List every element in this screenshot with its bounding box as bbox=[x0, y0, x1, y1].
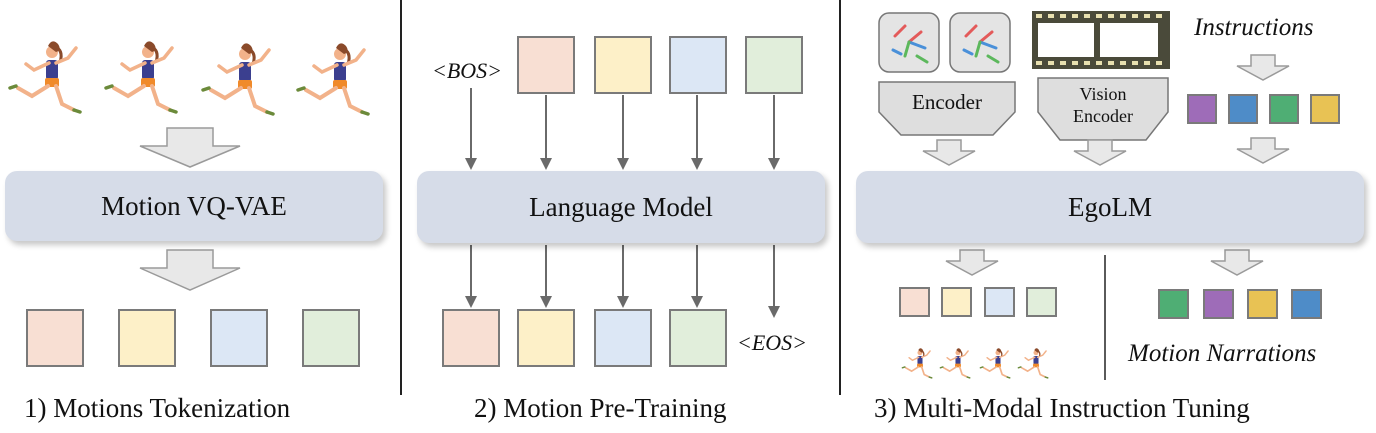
narration-token bbox=[1247, 289, 1278, 319]
instructions-label: Instructions bbox=[1194, 14, 1314, 41]
vision-encoder-shape bbox=[1037, 77, 1169, 141]
instruction-token bbox=[1310, 94, 1340, 124]
motion-vqvae-label: Motion VQ-VAE bbox=[101, 190, 287, 221]
input-token bbox=[745, 36, 803, 94]
panel-separator bbox=[400, 0, 402, 395]
output-token bbox=[442, 309, 500, 367]
egolm-label: EgoLM bbox=[1068, 191, 1152, 222]
bos-token-label: <BOS> bbox=[432, 58, 503, 83]
motion-output-token bbox=[941, 287, 972, 317]
instruction-token bbox=[1269, 94, 1299, 124]
runner-icon bbox=[939, 347, 971, 379]
motion-token bbox=[210, 309, 268, 367]
input-token bbox=[594, 36, 652, 94]
runner-icon bbox=[8, 39, 82, 114]
runner-icon bbox=[901, 347, 933, 379]
motion-output-token bbox=[984, 287, 1015, 317]
egolm-box: EgoLM bbox=[856, 171, 1364, 243]
instruction-token bbox=[1228, 94, 1258, 124]
input-token bbox=[669, 36, 727, 94]
runner-icon bbox=[979, 347, 1011, 379]
block-arrow-icon bbox=[1236, 54, 1290, 81]
narration-token bbox=[1158, 289, 1189, 319]
panel-separator bbox=[839, 0, 841, 395]
small-runner-sequence bbox=[901, 347, 1049, 379]
block-arrow-icon bbox=[139, 127, 241, 168]
runner-icon bbox=[104, 39, 178, 114]
skeleton-frame-1 bbox=[878, 12, 940, 73]
narration-token bbox=[1203, 289, 1234, 319]
output-token bbox=[594, 309, 652, 367]
motion-vqvae-box: Motion VQ-VAE bbox=[5, 171, 383, 241]
runner-icon bbox=[296, 41, 370, 116]
motion-narrations-label: Motion Narrations bbox=[1128, 340, 1317, 367]
runner-icon bbox=[1017, 347, 1049, 379]
block-arrow-icon bbox=[139, 249, 241, 291]
block-arrow-icon bbox=[1073, 139, 1127, 166]
motion-token bbox=[26, 309, 84, 367]
motion-token bbox=[302, 309, 360, 367]
language-model-label: Language Model bbox=[529, 191, 713, 222]
output-arrows bbox=[465, 245, 780, 318]
narration-token bbox=[1291, 289, 1322, 319]
instruction-token bbox=[1187, 94, 1217, 124]
block-arrow-icon bbox=[1210, 249, 1264, 276]
panel2-caption: 2) Motion Pre-Training bbox=[474, 393, 727, 423]
block-arrow-icon bbox=[945, 249, 999, 276]
panel3-caption: 3) Multi-Modal Instruction Tuning bbox=[874, 393, 1250, 423]
output-token bbox=[669, 309, 727, 367]
encoder-label: Encoder bbox=[912, 89, 982, 114]
runner-sequence bbox=[8, 39, 370, 116]
vision-encoder-label: Vision Encoder bbox=[1073, 84, 1133, 126]
block-arrow-icon bbox=[922, 139, 976, 166]
film-strip-icon bbox=[1032, 11, 1170, 69]
block-arrow-icon bbox=[1236, 137, 1290, 164]
motion-output-token bbox=[1026, 287, 1057, 317]
input-arrows bbox=[465, 88, 780, 170]
skeleton-frame-2 bbox=[949, 12, 1011, 73]
output-token bbox=[517, 309, 575, 367]
motion-output-token bbox=[899, 287, 930, 317]
panel1-caption: 1) Motions Tokenization bbox=[24, 393, 291, 423]
encoder-shape bbox=[878, 81, 1016, 136]
eos-token-label: <EOS> bbox=[737, 330, 808, 355]
motion-token bbox=[118, 309, 176, 367]
language-model-box: Language Model bbox=[417, 171, 825, 243]
input-token bbox=[517, 36, 575, 94]
runner-icon bbox=[201, 41, 275, 116]
